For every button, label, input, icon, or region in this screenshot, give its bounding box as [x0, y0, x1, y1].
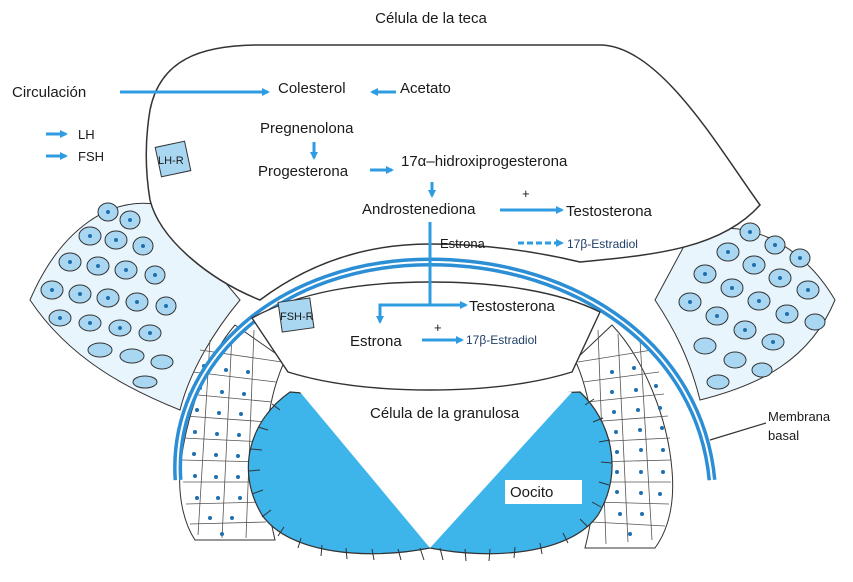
pregnenolone-label: Pregnenolona: [260, 120, 354, 137]
lh-receptor: LH-R: [155, 141, 191, 177]
theca-estradiol-label: 17β-Estradiol: [567, 237, 638, 251]
right-theca-cell-cluster: [655, 223, 835, 400]
granulosa-estradiol-label: 17β-Estradiol: [466, 333, 537, 347]
basal-membrane-label-line1: Membrana: [768, 409, 831, 424]
circulation-label: Circulación: [12, 84, 86, 101]
theca-testosterone-label: Testosterona: [566, 203, 653, 220]
theca-estrone-label: Estrona: [440, 236, 486, 251]
lh-label: LH: [78, 127, 95, 142]
theca-cell-title: Célula de la teca: [375, 10, 487, 27]
lh-receptor-label: LH-R: [158, 155, 184, 167]
granulosa-testosterone-label: Testosterona: [469, 298, 556, 315]
theca-plus-sign: +: [522, 186, 530, 201]
basal-membrane-pointer: [710, 423, 766, 440]
basal-membrane-label-line2: basal: [768, 428, 799, 443]
granulosa-cell-title: Célula de la granulosa: [370, 405, 520, 422]
fsh-label: FSH: [78, 149, 104, 164]
androstenedione-label: Androstenediona: [362, 201, 476, 218]
cholesterol-label: Colesterol: [278, 80, 346, 97]
granulosa-estrone-label: Estrona: [350, 333, 402, 350]
progesterone-label: Progesterona: [258, 163, 349, 180]
fsh-receptor-label: FSH-R: [280, 311, 314, 323]
acetate-label: Acetato: [400, 80, 451, 97]
fsh-receptor: FSH-R: [278, 298, 314, 332]
oocyte-label: Oocito: [510, 484, 553, 501]
hydroxyprogesterone-label: 17α–hidroxiprogesterona: [401, 153, 568, 170]
granulosa-plus-sign: +: [434, 320, 442, 335]
